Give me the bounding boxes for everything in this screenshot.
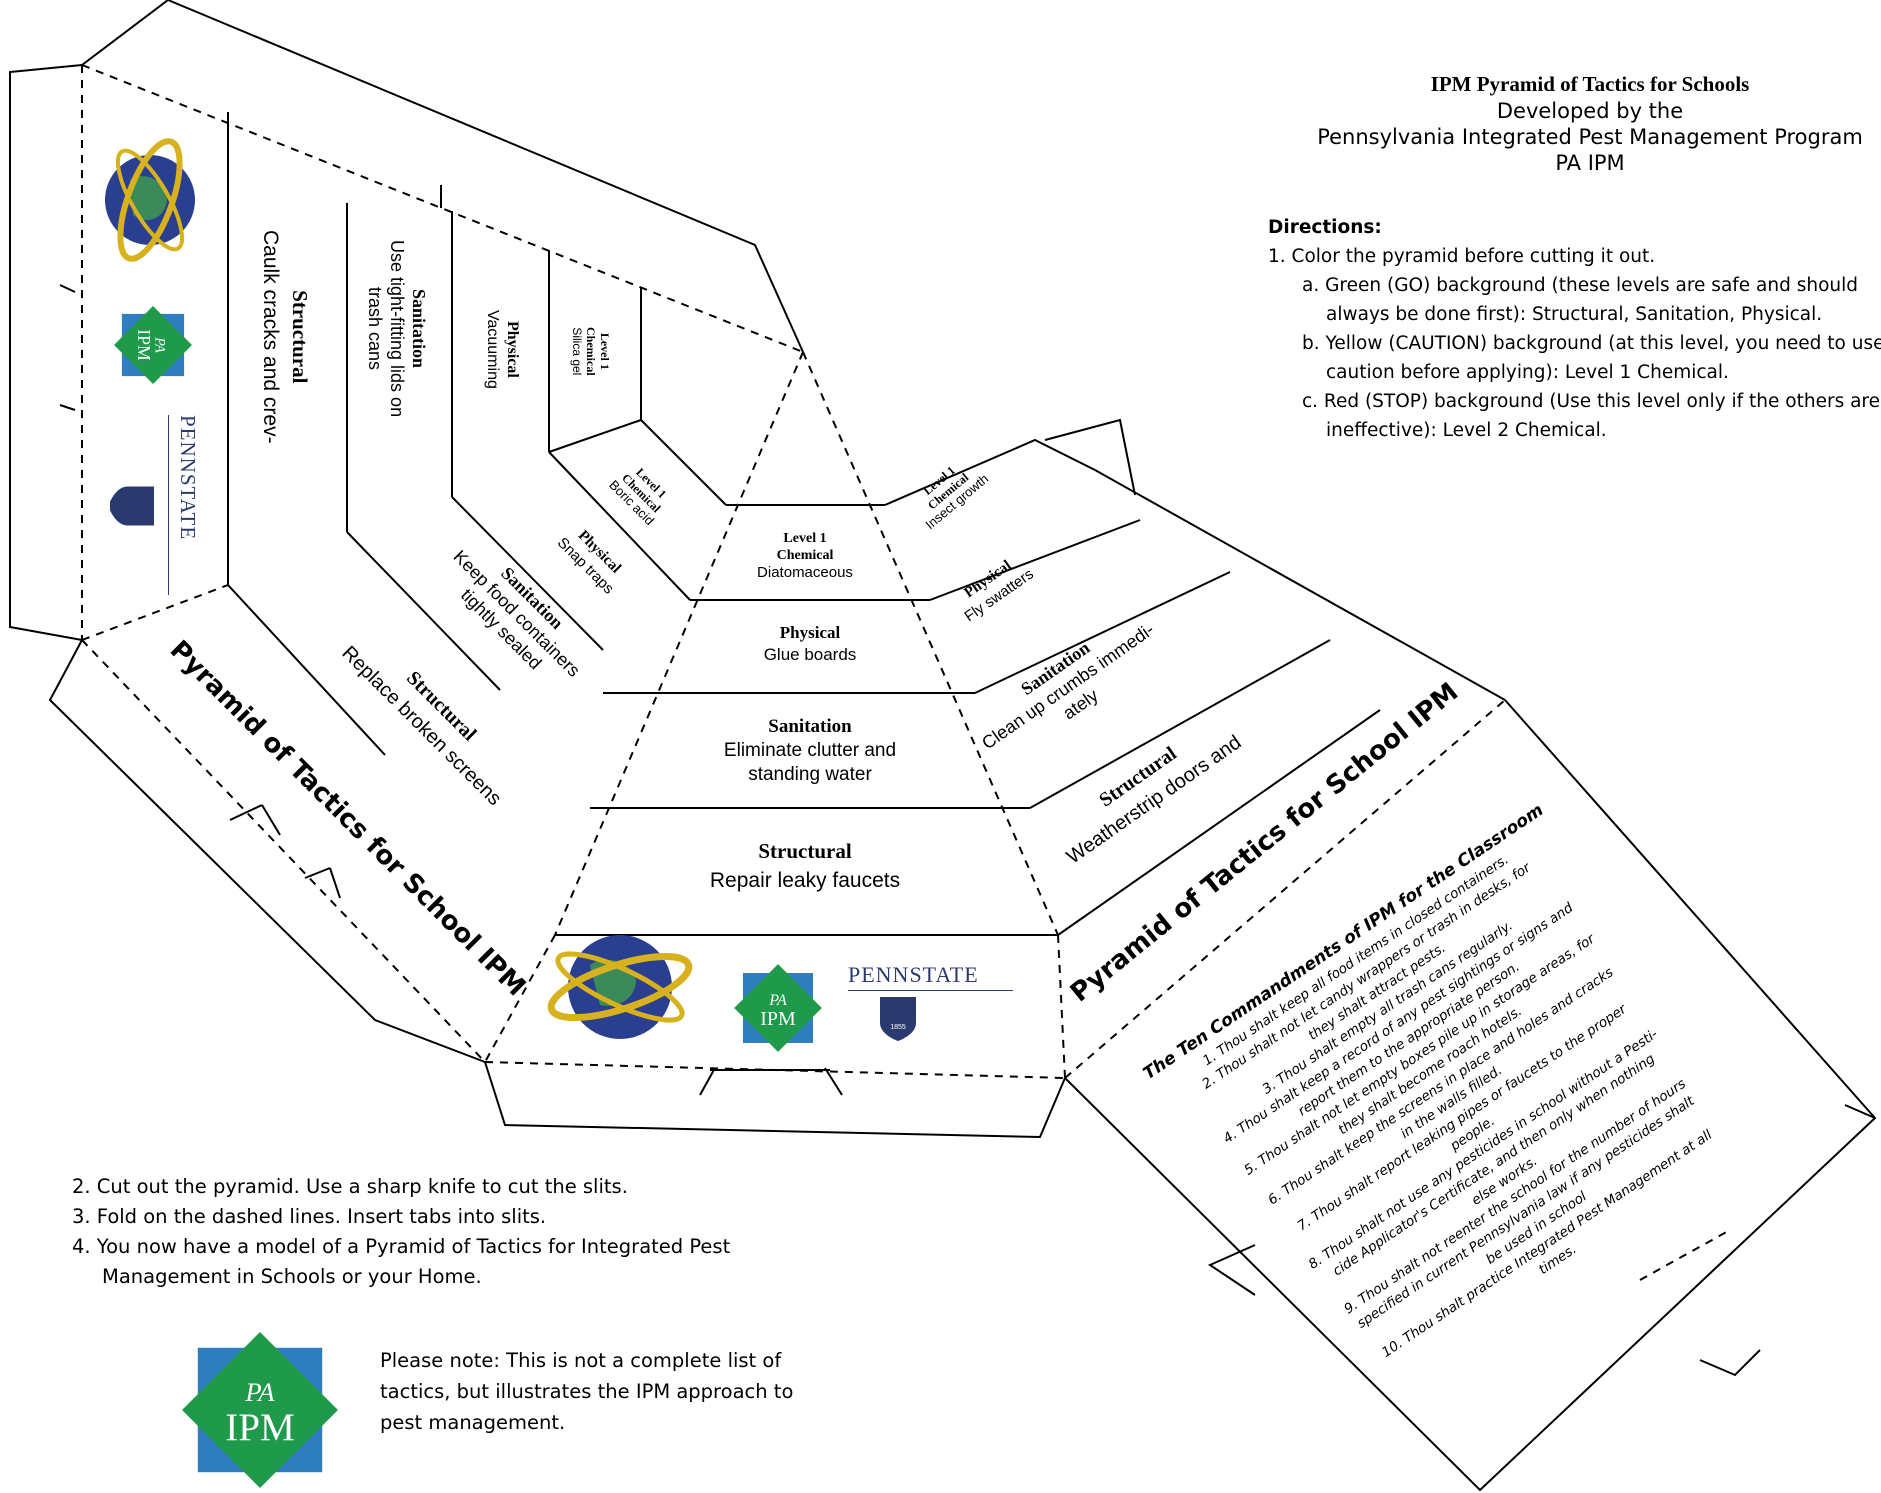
note-text: Please note: This is not a complete list…: [380, 1349, 794, 1434]
pa-text: PA: [768, 992, 787, 1009]
center-sanitation-label: Sanitation: [768, 716, 852, 737]
header-title: IPM Pyramid of Tactics for Schools: [1430, 72, 1750, 96]
bottom-tab: [484, 1061, 1066, 1139]
top-structural-label: Structural: [288, 290, 312, 384]
commandments-panel-outline: [1064, 699, 1877, 1492]
step-3: 3. Fold on the dashed lines. Insert tabs…: [72, 1205, 547, 1228]
top-sanitation-text1: Use tight-fitting lids on: [387, 240, 407, 418]
pennstate-logo-top: PENNSTATE: [110, 415, 200, 595]
top-physical-block: Physical Vacuuming: [482, 310, 522, 389]
directions-step-1a: a. Green (GO) background (these levels a…: [1302, 275, 1859, 325]
top-sanitation-label: Sanitation: [409, 289, 429, 369]
center-physical-block: Physical Glue boards: [690, 622, 930, 666]
center-structural-text: Repair leaky faucets: [709, 869, 901, 892]
top-level1-label: Level 1: [598, 332, 612, 370]
center-level1-text: Diatomaceous: [757, 564, 853, 581]
directions-block: Directions: 1. Color the pyramid before …: [1268, 213, 1881, 445]
center-level1-block: Level 1 Chemical Diatomaceous: [700, 530, 910, 581]
center-level1-label: Level 1: [783, 531, 827, 546]
step-4: 4. You now have a model of a Pyramid of …: [72, 1235, 731, 1288]
globe-logo-top: [105, 138, 195, 262]
globe-logo-center: [547, 935, 693, 1039]
header-developed-by: Developed by the: [1496, 99, 1684, 123]
center-structural-label: Structural: [758, 839, 852, 863]
pennstate-wordmark-top: PENNSTATE: [176, 415, 200, 541]
pennstate-shield-icon: 1855: [880, 997, 916, 1041]
pennstate-wordmark: PENNSTATE: [848, 962, 979, 987]
center-sanitation-text1: Eliminate clutter and: [723, 740, 897, 761]
center-structural-block: Structural Repair leaky faucets: [620, 836, 990, 896]
center-level1-label2: Chemical: [776, 548, 834, 563]
pa-text-large: PA: [244, 1377, 275, 1407]
header-program: Pennsylvania Integrated Pest Management …: [1317, 125, 1863, 149]
center-physical-text: Glue boards: [763, 645, 857, 664]
steps-block: 2. Cut out the pyramid. Use a sharp knif…: [72, 1172, 772, 1292]
pennstate-shield-icon-top: [110, 486, 154, 526]
header-block: IPM Pyramid of Tactics for Schools Devel…: [1240, 72, 1881, 175]
pennstate-logo-center: PENNSTATE 1855: [848, 962, 1018, 1052]
header-abbr: PA IPM: [1555, 151, 1625, 175]
top-sanitation-text2: trash cans: [365, 287, 385, 371]
pa-text-top: PA: [152, 336, 168, 353]
top-level1-label2: Chemical: [584, 327, 598, 376]
right-face-outline: [884, 438, 1506, 701]
ipm-text-large: IPM: [225, 1406, 295, 1449]
top-structural-block: Structural Caulk cracks and crev-: [255, 230, 315, 444]
pa-ipm-logo-large: PA IPM: [182, 1332, 338, 1488]
directions-step-1c: c. Red (STOP) background (Use this level…: [1302, 391, 1881, 441]
top-physical-text: Vacuuming: [484, 310, 501, 389]
pa-ipm-logo-top: PA IPM: [114, 306, 192, 384]
pa-ipm-logo-center: PA IPM: [734, 964, 822, 1052]
ipm-text-top: IPM: [134, 329, 154, 361]
top-physical-label: Physical: [504, 320, 521, 378]
top-sanitation-block: Sanitation Use tight-fitting lids on tra…: [364, 240, 430, 417]
ipm-text: IPM: [760, 1008, 796, 1030]
left-face-outline: [48, 639, 486, 1063]
top-panel-outline: [81, 0, 804, 353]
directions-step-1b: b. Yellow (CAUTION) background (at this …: [1302, 333, 1881, 383]
center-sanitation-text2: standing water: [748, 764, 872, 785]
center-sanitation-block: Sanitation Eliminate clutter and standin…: [650, 715, 970, 787]
top-left-tab: [9, 64, 83, 641]
center-physical-label: Physical: [779, 623, 841, 642]
step-2: 2. Cut out the pyramid. Use a sharp knif…: [72, 1175, 628, 1198]
top-level1-block: Level 1 Chemical Silica gel: [570, 327, 612, 376]
top-level1-text: Silica gel: [570, 327, 584, 376]
directions-step-1: 1. Color the pyramid before cutting it o…: [1268, 246, 1656, 267]
pennstate-year: 1855: [890, 1024, 906, 1031]
top-structural-text: Caulk cracks and crev-: [259, 230, 282, 444]
directions-heading: Directions:: [1268, 217, 1382, 238]
